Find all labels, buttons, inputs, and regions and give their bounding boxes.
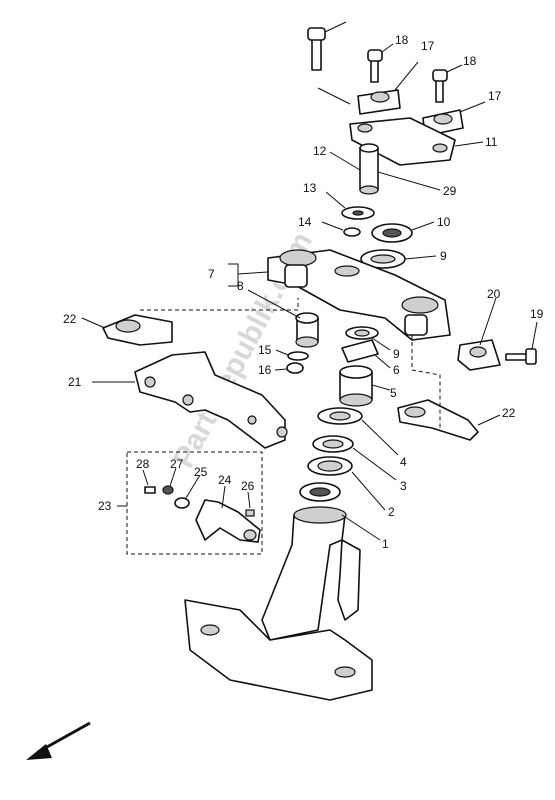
callout-18a: 18	[395, 33, 409, 47]
steering-stem-1	[184, 482, 381, 701]
callout-2: 2	[388, 505, 395, 519]
clamp-22-right	[397, 399, 501, 441]
callout-24: 24	[218, 473, 232, 487]
callout-13: 13	[303, 181, 317, 195]
front-arrow-icon	[26, 721, 91, 760]
upper-triple-clamp-7	[228, 249, 451, 341]
callout-6: 6	[393, 363, 400, 377]
callout-29: 29	[443, 184, 457, 198]
bearing-race-3	[312, 435, 397, 481]
kit-23-box	[117, 451, 263, 555]
bracket-21	[92, 351, 288, 449]
cap-25	[174, 474, 201, 509]
callout-27: 27	[170, 457, 184, 471]
callout-22a: 22	[63, 312, 77, 326]
alignment-line-right	[411, 335, 441, 430]
screw-28	[142, 469, 156, 494]
lock-washer-6	[341, 339, 391, 369]
callout-21: 21	[68, 375, 82, 389]
callout-10: 10	[437, 215, 451, 229]
nut-16	[274, 362, 304, 374]
washer-14	[321, 221, 361, 237]
bolt-19	[505, 321, 538, 365]
alignment-line-left	[140, 298, 299, 311]
callout-25: 25	[194, 465, 208, 479]
callout-5: 5	[390, 386, 397, 400]
callout-28: 28	[136, 457, 150, 471]
callout-16: 16	[258, 363, 272, 377]
washer-15	[275, 349, 309, 361]
callout-12: 12	[313, 144, 327, 158]
callout-19: 19	[530, 307, 544, 321]
washer-9-lower	[345, 326, 391, 351]
callout-23: 23	[98, 499, 112, 513]
washer-9-upper	[360, 249, 437, 269]
callout-20: 20	[487, 287, 501, 301]
callout-14: 14	[298, 215, 312, 229]
callout-17b: 17	[488, 89, 502, 103]
spacer-tube-12	[329, 143, 441, 195]
callout-11: 11	[485, 135, 498, 149]
spring-26	[245, 491, 255, 517]
bushing-8	[247, 289, 319, 348]
callout-18b: 18	[463, 54, 477, 68]
bearing-race-2	[307, 456, 386, 511]
callout-1: 1	[382, 537, 389, 551]
callout-9b: 9	[393, 347, 400, 361]
callout-4: 4	[400, 455, 407, 469]
callout-9a: 9	[440, 249, 447, 263]
mount-20	[457, 297, 501, 371]
bearing-cover-4	[317, 407, 399, 456]
washer-13	[325, 191, 375, 220]
callout-3: 3	[400, 479, 407, 493]
callout-15: 15	[258, 343, 272, 357]
bolt-18-right	[432, 64, 463, 103]
callout-22b: 22	[502, 406, 516, 420]
callout-8: 8	[237, 279, 244, 293]
lock-24	[195, 485, 261, 543]
handlebar-holder-17-left	[357, 61, 419, 115]
callout-17a: 17	[421, 39, 435, 53]
clamp-22-left	[81, 314, 173, 346]
callout-26: 26	[241, 479, 255, 493]
top-long-bolt	[307, 21, 351, 105]
steering-nut-10	[371, 221, 435, 243]
callout-7: 7	[208, 267, 215, 281]
washer-27	[162, 467, 177, 495]
ring-nut-5	[339, 365, 391, 407]
bolt-18-left	[367, 43, 394, 83]
upper-handlebar-mount-11	[349, 117, 484, 166]
